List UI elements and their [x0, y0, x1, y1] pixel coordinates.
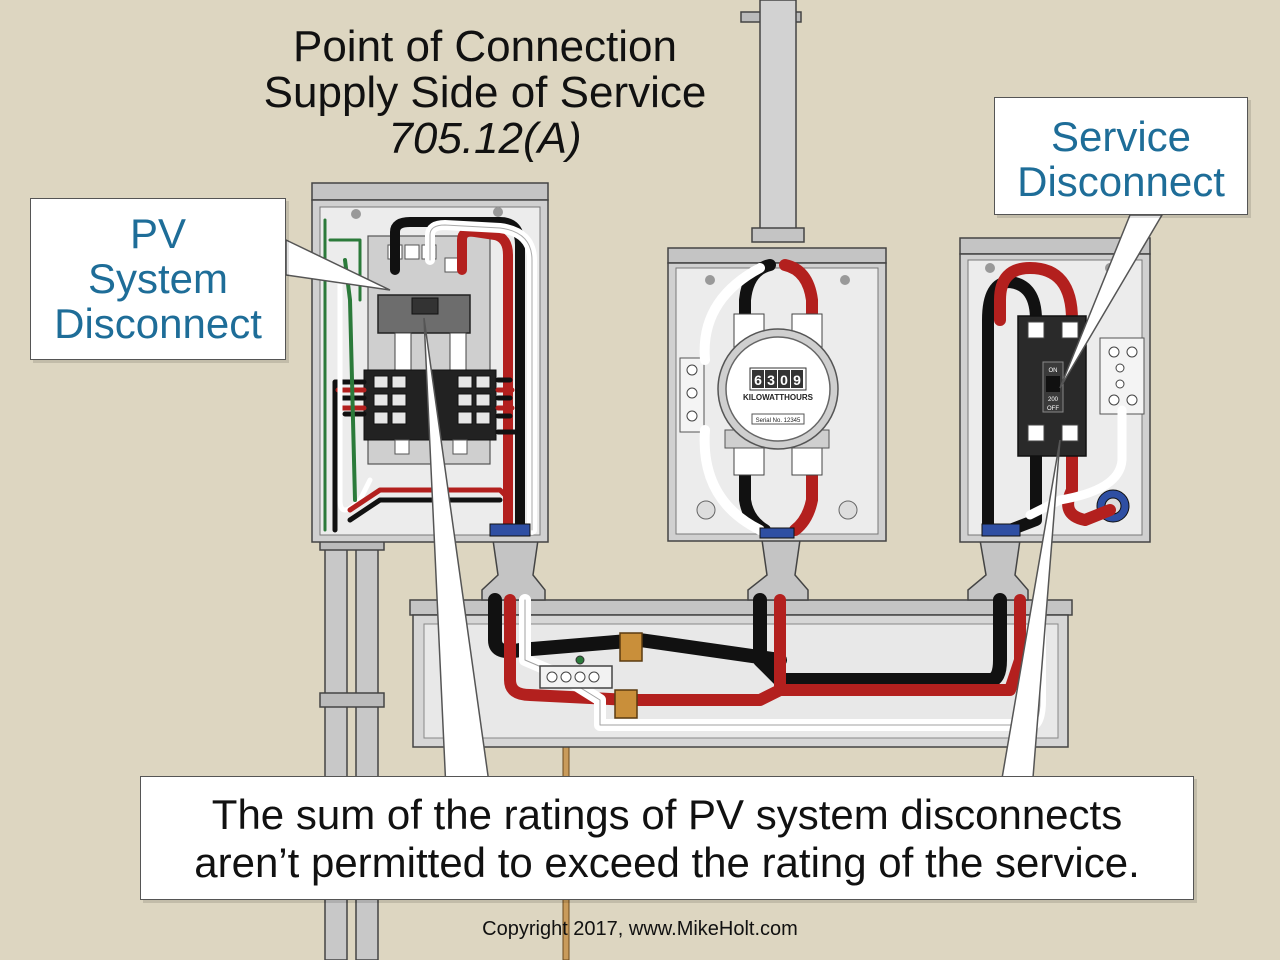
callout-line: Disconnect [54, 300, 262, 347]
meter-digit: 3 [767, 372, 775, 388]
pv-system-disconnect-callout: PV System Disconnect [30, 198, 286, 360]
note-line: aren’t permitted to exceed the rating of… [194, 839, 1140, 886]
pv-panel-lug [489, 523, 531, 537]
nipples [481, 539, 1029, 601]
breaker-off-label: OFF [1047, 406, 1059, 412]
service-breaker: ON 200 OFF [1017, 315, 1087, 457]
title-line: Supply Side of Service [263, 68, 707, 117]
breaker-on-label: ON [1049, 368, 1058, 374]
breaker-rating: 200 [1048, 397, 1059, 403]
pv-panel-conductors [323, 217, 537, 535]
kilowatt-hour-meter: 6 3 0 9 KILOWATTHOURS Serial No. 12345 [717, 328, 839, 450]
diagram-title: Point of Connection Supply Side of Servi… [230, 24, 740, 162]
meter-digit: 0 [780, 372, 788, 388]
leader-lines [285, 214, 1164, 791]
callout-line: PV [129, 210, 187, 257]
service-disconnect-conductors [982, 262, 1127, 536]
neutral-bar [539, 655, 613, 689]
copyright: Copyright 2017, www.MikeHolt.com [482, 918, 798, 940]
meter-lug [759, 527, 795, 539]
service-disconnect-callout: Service Disconnect [994, 97, 1248, 215]
meter-digit: 9 [793, 372, 801, 388]
callout-line: Disconnect [1017, 158, 1225, 205]
service-lug [981, 523, 1021, 537]
meter-conductors [699, 259, 818, 536]
callout-line: System [87, 255, 229, 302]
meter-digit: 6 [754, 372, 762, 388]
title-line: Point of Connection [292, 22, 678, 71]
meter-serial: Serial No. 12345 [756, 418, 801, 424]
rule-note: The sum of the ratings of PV system disc… [140, 776, 1194, 900]
code-reference: 705.12(A) [388, 114, 582, 163]
service-mast [740, 0, 805, 243]
callout-line: Service [1050, 113, 1192, 160]
split-bolt-connectors [614, 632, 643, 719]
note-line: The sum of the ratings of PV system disc… [211, 791, 1123, 838]
meter-label: KILOWATTHOURS [743, 393, 814, 402]
